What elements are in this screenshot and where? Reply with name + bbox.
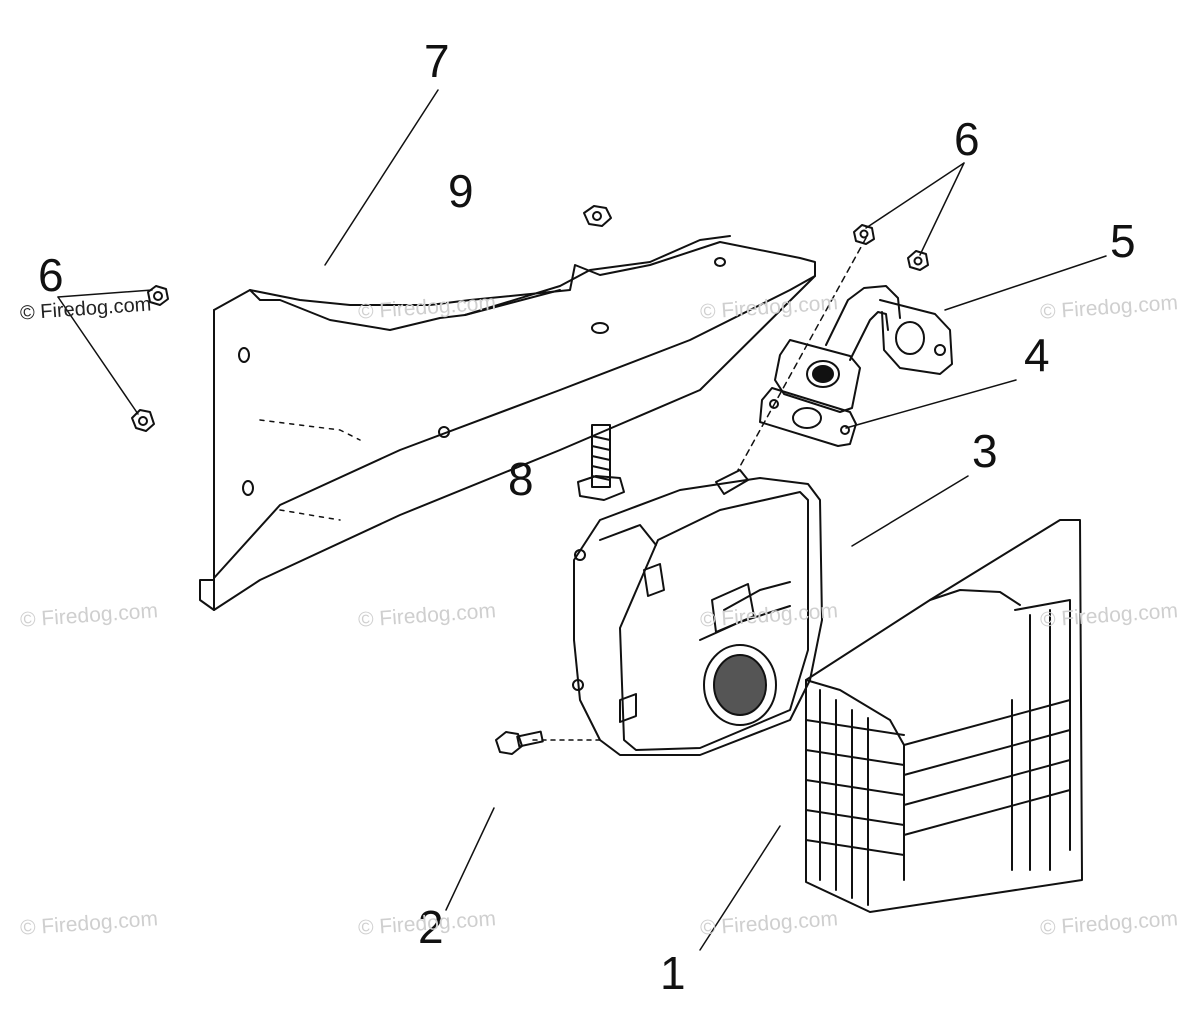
leader-lines (57, 89, 1107, 951)
nut-part-9 (583, 205, 612, 227)
exhaust-pipe-part-5 (774, 285, 953, 413)
callout-2: 2 (418, 901, 444, 953)
heat-shield-part-3 (805, 519, 1083, 913)
callout-8: 8 (508, 453, 534, 505)
callout-6-right: 6 (954, 113, 980, 165)
gasket-part-4 (759, 387, 857, 447)
muffler-part-1 (572, 469, 823, 756)
callout-9: 9 (448, 165, 474, 217)
screw-part-2 (495, 730, 544, 755)
nuts-part-6 (131, 224, 929, 432)
callout-1: 1 (660, 947, 686, 999)
mounting-bracket (199, 235, 816, 611)
callout-7: 7 (424, 35, 450, 87)
callout-3: 3 (972, 425, 998, 477)
callout-6-left: 6 (38, 249, 64, 301)
callout-5: 5 (1110, 215, 1136, 267)
callout-4: 4 (1024, 329, 1050, 381)
bolt-part-8 (577, 424, 625, 501)
